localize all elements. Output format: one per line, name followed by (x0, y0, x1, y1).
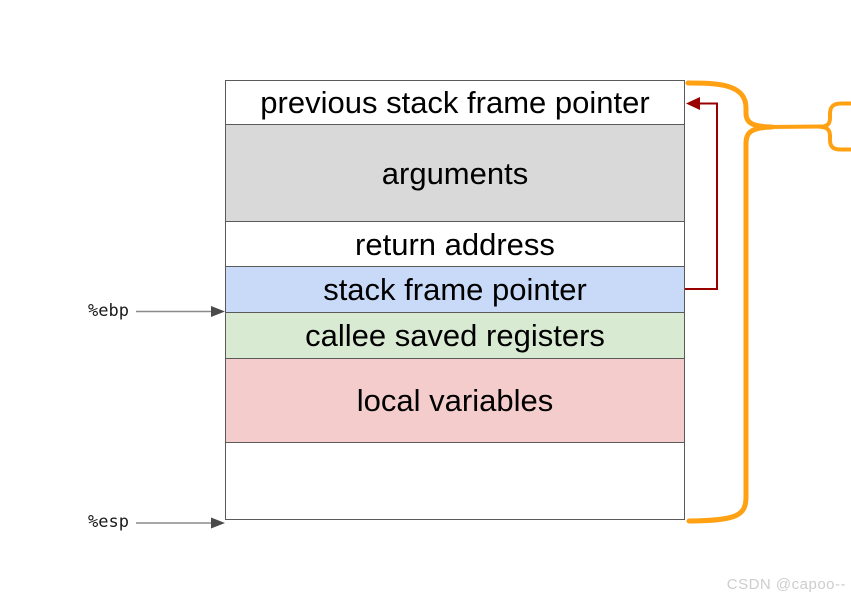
ebp-arrow (136, 306, 225, 317)
stack-row-local-variables: local variables (226, 359, 684, 443)
stack-row-return-address: return address (226, 222, 684, 267)
stack-row-empty (226, 443, 684, 519)
stack-row-previous-stack-frame-pointer: previous stack frame pointer (226, 81, 684, 125)
stack-row-stack-frame-pointer: stack frame pointer (226, 267, 684, 313)
esp-arrowhead-icon (211, 517, 225, 529)
row-label-local-variables: local variables (356, 383, 554, 418)
esp-arrow (136, 517, 225, 529)
stack-box: previous stack frame pointer arguments r… (225, 80, 685, 520)
stack-row-arguments: arguments (226, 125, 684, 222)
frame-pointer-arrowhead-icon (686, 97, 700, 110)
brace-connector-line (768, 124, 823, 129)
row-label-stack-frame-pointer: stack frame pointer (323, 272, 587, 307)
big-brace (685, 80, 775, 524)
ebp-register-label: %ebp (88, 301, 129, 321)
frame-pointer-link-arrow (685, 97, 718, 290)
row-label-return-address: return address (355, 226, 555, 262)
row-label-callee-saved-registers: callee saved registers (305, 318, 605, 353)
ebp-arrowhead-icon (211, 306, 225, 317)
row-label-previous-stack-frame-pointer: previous stack frame pointer (260, 85, 650, 120)
row-label-arguments: arguments (381, 155, 529, 191)
watermark-text: CSDN @capoo-- (726, 576, 846, 593)
stack-row-callee-saved-registers: callee saved registers (226, 313, 684, 359)
small-brace (818, 101, 851, 152)
stack-frame-brace (685, 80, 851, 524)
esp-register-label: %esp (88, 512, 129, 532)
